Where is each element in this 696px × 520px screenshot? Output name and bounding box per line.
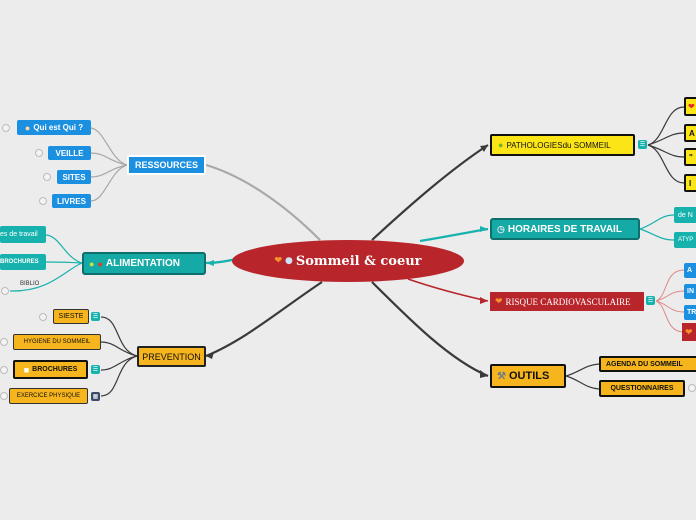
link-ressources [205, 163, 321, 241]
risque-node[interactable]: ❤ RISQUE CARDIOVASCULAIRE [490, 292, 644, 311]
risque-child-2[interactable]: IN [684, 284, 696, 299]
prevention-node[interactable]: PREVENTION [137, 346, 206, 367]
outils-child-questionnaires[interactable]: QUESTIONNAIRES [599, 380, 685, 397]
central-topic-label: Sommeil & coeur [295, 253, 422, 269]
ressources-node[interactable]: RESSOURCES [127, 155, 206, 175]
tomato-icon: ● [97, 258, 103, 269]
collapse-toggle[interactable] [2, 124, 10, 132]
document-icon: ■ [23, 364, 30, 375]
note-icon[interactable]: ☰ [646, 296, 655, 305]
link-horaires [419, 227, 489, 243]
ressources-child-sites[interactable]: SITES [57, 170, 91, 184]
link-risque [407, 278, 489, 302]
sleep-icon: ● [285, 256, 293, 266]
note-icon[interactable]: ☰ [91, 365, 100, 374]
link-outils [371, 281, 489, 378]
pathologies-child-1[interactable]: ❤ [684, 97, 696, 116]
tools-icon: ⚒ [497, 370, 506, 382]
note-icon[interactable]: ☰ [91, 312, 100, 321]
prevention-child-sieste[interactable]: SIESTE [53, 309, 89, 324]
clock-icon: ◷ [497, 223, 505, 234]
link-pathologies [371, 144, 489, 241]
horaires-child-atypique[interactable]: ATYP [674, 232, 696, 248]
person-icon: ● [24, 122, 31, 133]
link-prevention [205, 281, 323, 358]
central-topic[interactable]: ❤ ● Sommeil & coeur [232, 240, 464, 282]
pathologies-child-2[interactable]: A [684, 124, 696, 142]
alimentation-biblio-label: BIBLIO [20, 281, 40, 287]
outils-node[interactable]: ⚒ OUTILS [490, 364, 566, 388]
risque-child-3[interactable]: TR [684, 305, 696, 320]
prevention-child-brochures[interactable]: ■ BROCHURES [13, 360, 88, 379]
collapse-toggle[interactable] [39, 197, 47, 205]
alimentation-child-travail[interactable]: es de travail [0, 226, 46, 243]
kiwi-icon: ● [89, 258, 95, 269]
sick-face-icon: ● [498, 140, 504, 150]
collapse-toggle[interactable] [0, 392, 8, 400]
ressources-child-veille[interactable]: VEILLE [48, 146, 91, 160]
horaires-node[interactable]: ◷ HORAIRES DE TRAVAIL [490, 218, 640, 240]
heart-icon: ❤ [685, 326, 693, 337]
collapse-toggle[interactable] [1, 287, 9, 295]
heart-icon: ❤ [688, 102, 695, 111]
ressources-child-livres[interactable]: LIVRES [52, 194, 91, 208]
collapse-toggle[interactable] [35, 149, 43, 157]
pathologies-child-3[interactable]: " [684, 148, 696, 166]
heart-icon: ❤ [495, 296, 503, 306]
pathologies-node[interactable]: ● PATHOLOGIES du SOMMEIL [490, 134, 635, 156]
collapse-toggle[interactable] [0, 338, 8, 346]
collapse-toggle[interactable] [39, 313, 47, 321]
risque-child-1[interactable]: A [684, 263, 696, 278]
alimentation-node[interactable]: ● ● ALIMENTATION [82, 252, 206, 275]
pathologies-child-4[interactable]: I [684, 174, 696, 192]
prevention-child-exercice[interactable]: EXERCICE PHYSIQUE [9, 388, 88, 404]
horaires-child-nuit[interactable]: de N [674, 207, 696, 223]
collapse-toggle[interactable] [688, 384, 696, 392]
grid-icon[interactable]: ▦ [91, 392, 100, 401]
heart-icon: ❤ [274, 256, 282, 266]
risque-child-4[interactable]: ❤ [682, 323, 696, 341]
note-icon[interactable]: ☰ [638, 140, 647, 149]
collapse-toggle[interactable] [0, 366, 8, 374]
alimentation-child-brochures[interactable]: BROCHURES [0, 254, 46, 270]
ressources-child-qui-est-qui[interactable]: ● Qui est Qui ? [17, 120, 91, 135]
collapse-toggle[interactable] [43, 173, 51, 181]
outils-child-agenda[interactable]: AGENDA DU SOMMEIL [599, 356, 696, 372]
prevention-child-hygiene[interactable]: HYGIENE DU SOMMEIL [13, 334, 101, 350]
